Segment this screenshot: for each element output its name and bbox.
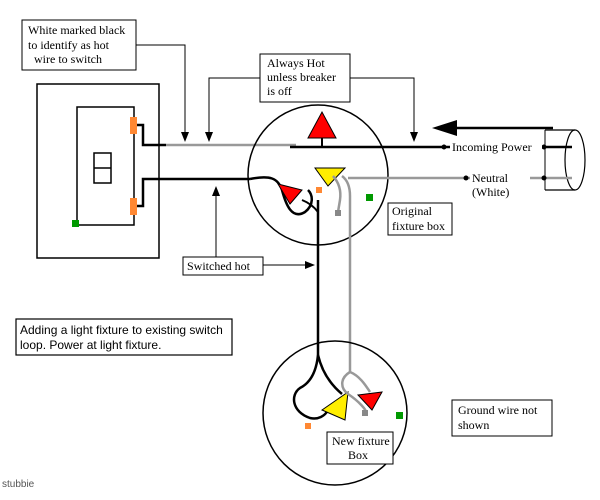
switch-loop-hot-wire	[137, 123, 166, 147]
switched-hot-wire	[137, 177, 250, 208]
cable-end	[564, 129, 586, 191]
callout-always-hot-line1: Always Hot	[267, 56, 325, 70]
switch-ground-terminal	[72, 220, 79, 227]
callout-ground-note-line2: shown	[458, 418, 489, 432]
callout-always-hot	[259, 53, 351, 103]
callout-switched-hot-text: Switched hot	[187, 259, 251, 273]
neutral-connector-new	[320, 390, 349, 421]
callout-ground-note-line1: Ground wire not	[458, 403, 538, 417]
label-neutral-line2: (White)	[472, 185, 509, 199]
callout-switched-hot	[182, 256, 264, 276]
callout-original-box	[387, 202, 453, 236]
switch-body	[76, 106, 135, 226]
callout-white-marked-black-line3: wire to switch	[34, 52, 102, 66]
credit-text: stubbie	[2, 479, 35, 490]
switch-box	[36, 83, 160, 259]
caption-line2: loop. Power at light fixture.	[20, 338, 161, 352]
hot-connector-new	[356, 391, 383, 411]
callout-white-marked-black-line1: White marked black	[28, 23, 125, 37]
new-ground-terminal	[396, 412, 403, 419]
hot-connector-original	[307, 110, 337, 139]
neutral-connector-original	[314, 167, 347, 187]
original-ground-terminal	[366, 194, 373, 201]
callout-new-box	[326, 431, 394, 465]
callout-white-marked-black	[21, 19, 137, 71]
original-orange-terminal	[316, 187, 322, 193]
callout-original-box-line1: Original	[392, 204, 433, 218]
switch-terminal-bottom	[130, 198, 137, 215]
callout-always-hot-line2: unless breaker	[267, 70, 336, 84]
caption-line1: Adding a light fixture to existing switc…	[20, 323, 223, 337]
switch-terminal-top	[130, 117, 137, 134]
power-flow-arrow	[432, 120, 457, 136]
caption-box	[15, 318, 233, 356]
new-orange-terminal	[305, 423, 311, 429]
switched-hot-connector	[276, 183, 303, 205]
callout-new-box-line1: New fixture	[332, 434, 390, 448]
callout-always-hot-line3: is off	[267, 84, 292, 98]
label-incoming-power: Incoming Power	[452, 140, 532, 154]
label-neutral-line1: Neutral	[472, 171, 509, 185]
callout-white-marked-black-line2: to identify as hot	[28, 38, 110, 52]
callout-ground-note	[451, 399, 553, 437]
callout-new-box-line2: Box	[348, 448, 368, 462]
callout-original-box-line2: fixture box	[392, 219, 445, 233]
new-fixture-box	[262, 340, 408, 486]
